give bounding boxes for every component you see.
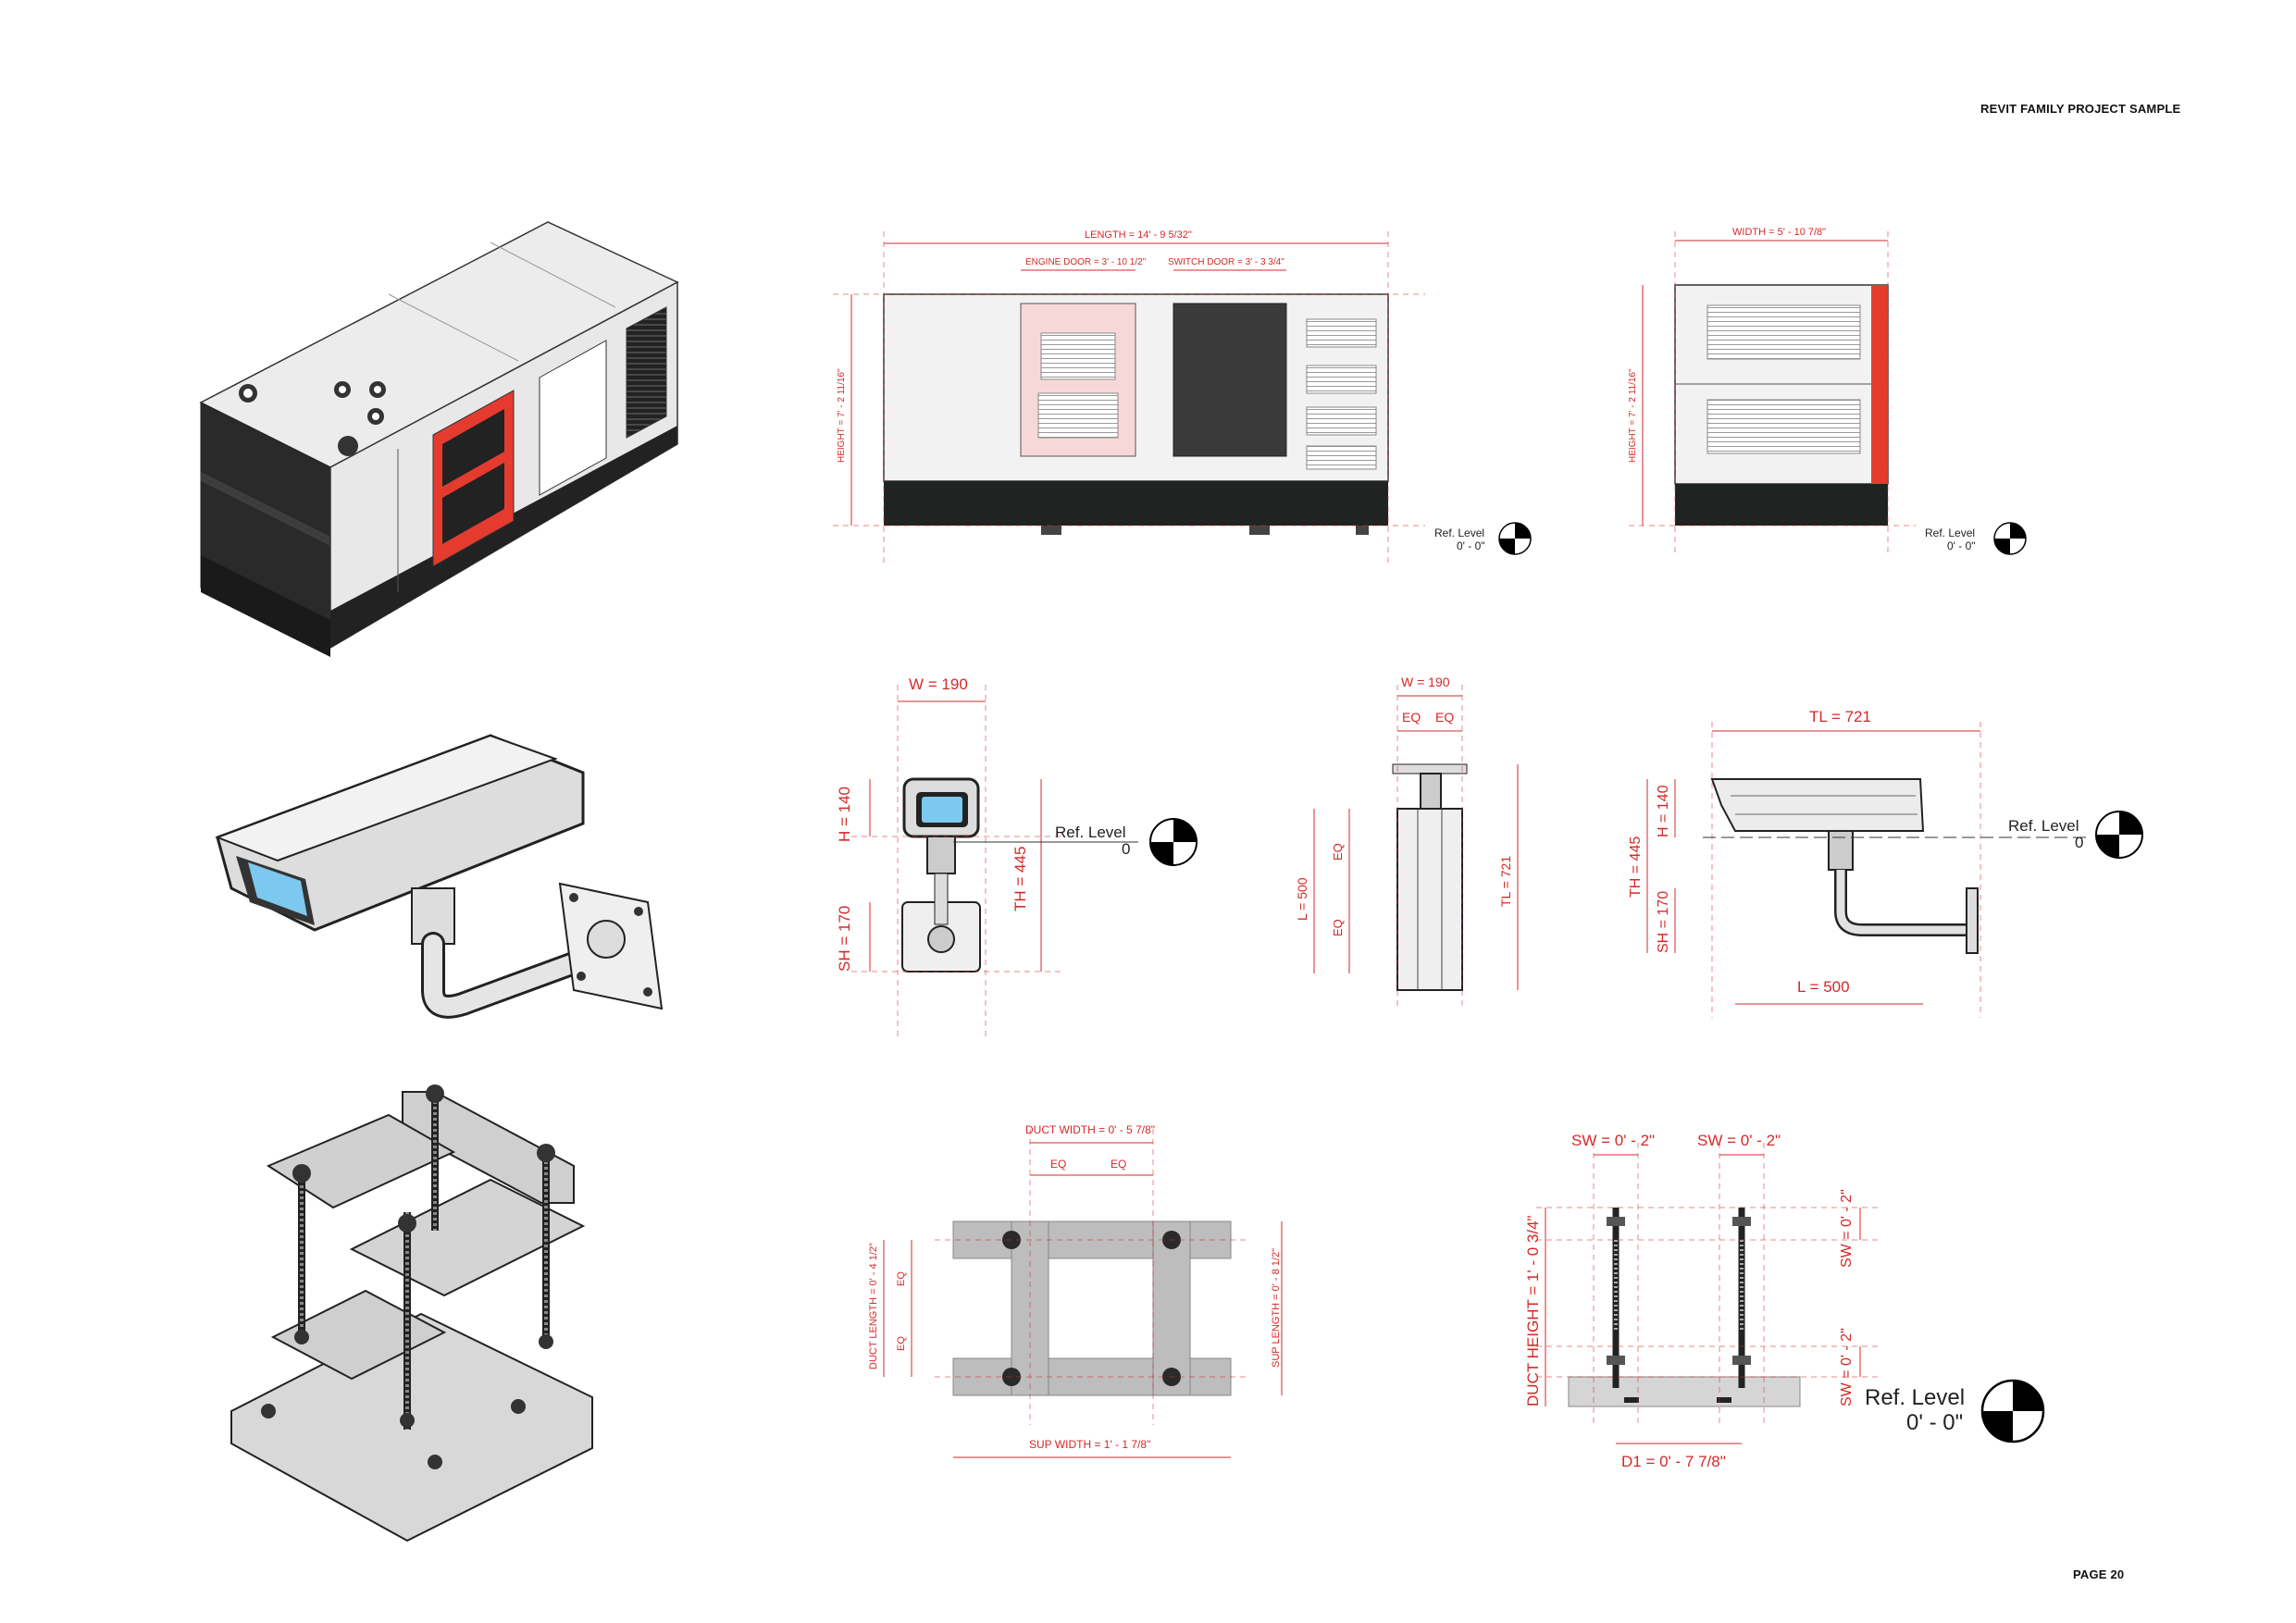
camera-side-ref-label: Ref. Level — [2008, 817, 2079, 835]
generator-length-dim: LENGTH = 14' - 9 5/32" — [1085, 229, 1192, 241]
duct-length-dim: DUCT LENGTH = 0' - 4 1/2" — [868, 1243, 879, 1369]
support-plan-eq1: EQ — [1050, 1158, 1066, 1171]
camera-front-width-dim: W = 190 — [909, 675, 968, 693]
sw-right-dim: SW = 0' - 2" — [1697, 1132, 1781, 1149]
camera-side-h-dim: H = 140 — [1656, 785, 1671, 837]
duct-support-isometric — [230, 1084, 593, 1542]
camera-middle-length-dim: L = 500 — [1295, 877, 1309, 921]
camera-middle-eq1: EQ — [1402, 710, 1421, 725]
sup-length-dim: SUP LENGTH = 0' - 8 1/2" — [1271, 1248, 1282, 1368]
generator-front-elevation — [883, 293, 1389, 535]
camera-front-th-dim: TH = 445 — [1011, 847, 1029, 911]
camera-middle-eq3: EQ — [1331, 843, 1345, 861]
camera-middle-dimensions — [1313, 685, 1519, 1009]
camera-front-elevation — [901, 777, 981, 973]
duct-height-dim: DUCT HEIGHT = 1' - 0 3/4" — [1524, 1215, 1542, 1406]
camera-front-h-dim: H = 140 — [836, 787, 853, 842]
duct-support-plan — [952, 1220, 1232, 1396]
support-elev-ref-symbol — [1980, 1379, 2045, 1443]
support-plan-eq2: EQ — [1111, 1158, 1126, 1171]
switch-door-dim: SWITCH DOOR = 3' - 3 3/4" — [1168, 257, 1285, 267]
camera-side-ref-symbol — [2095, 811, 2143, 859]
page-number: PAGE 20 — [2073, 1567, 2125, 1581]
camera-front-dimensions — [851, 685, 1138, 1036]
camera-middle-view — [1392, 763, 1468, 991]
camera-isometric — [215, 734, 664, 1019]
generator-isometric — [199, 221, 679, 657]
camera-front-ref-label: Ref. Level — [1055, 824, 1126, 841]
generator-width-dim: WIDTH = 5' - 10 7/8" — [1732, 227, 1826, 238]
ref-level-side-label: Ref. Level — [1925, 527, 1975, 539]
generator-height-side-dim: HEIGHT = 7' - 2 11/16" — [1628, 368, 1638, 463]
camera-side-dimensions — [1646, 722, 2091, 1018]
camera-side-th-dim: TH = 445 — [1628, 836, 1644, 898]
camera-middle-width-dim: W = 190 — [1401, 675, 1450, 689]
d1-dim: D1 = 0' - 7 7/8" — [1621, 1453, 1726, 1470]
ref-level-side-value: 0' - 0" — [1947, 539, 1976, 552]
ref-level-side-symbol — [1993, 522, 2027, 555]
duct-support-elevation-dimensions — [1536, 1143, 1879, 1444]
camera-front-ref-value: 0 — [1122, 840, 1130, 858]
camera-side-l-dim: L = 500 — [1797, 978, 1850, 996]
camera-side-sh-dim: SH = 170 — [1656, 891, 1671, 953]
engine-door-dim: ENGINE DOOR = 3' - 10 1/2" — [1025, 257, 1147, 267]
camera-middle-eq2: EQ — [1435, 710, 1454, 725]
support-elev-ref-label: Ref. Level — [1865, 1385, 1965, 1410]
ref-level-front-symbol — [1498, 522, 1532, 555]
camera-front-ref-symbol — [1149, 818, 1198, 866]
camera-side-tl-dim: TL = 721 — [1809, 708, 1871, 725]
camera-middle-tl-dim: TL = 721 — [1498, 856, 1513, 907]
sw-top-dim: SW = 0' - 2" — [1839, 1189, 1855, 1268]
generator-side-dimensions — [1629, 231, 1916, 555]
duct-support-elevation — [1568, 1208, 1801, 1407]
support-elev-ref-value: 0' - 0" — [1906, 1410, 1963, 1435]
generator-front-dimensions — [833, 231, 1425, 564]
duct-support-plan-dimensions — [883, 1129, 1283, 1458]
ref-level-front-label: Ref. Level — [1434, 527, 1484, 539]
duct-width-dim: DUCT WIDTH = 0' - 5 7/8" — [1025, 1123, 1155, 1136]
ref-level-front-value: 0' - 0" — [1457, 539, 1485, 552]
camera-front-sh-dim: SH = 170 — [836, 906, 853, 972]
generator-side-elevation — [1674, 284, 1889, 526]
generator-height-front-dim: HEIGHT = 7' - 2 11/16" — [837, 368, 847, 463]
camera-middle-eq4: EQ — [1331, 919, 1345, 936]
support-plan-eq3: EQ — [896, 1271, 907, 1286]
sw-left-dim: SW = 0' - 2" — [1571, 1132, 1655, 1149]
sup-width-dim: SUP WIDTH = 1' - 1 7/8" — [1029, 1438, 1150, 1451]
sw-bottom-dim: SW = 0' - 2" — [1839, 1328, 1855, 1406]
camera-side-elevation — [1710, 778, 1979, 954]
support-plan-eq4: EQ — [896, 1336, 907, 1351]
page-header-title: REVIT FAMILY PROJECT SAMPLE — [1980, 102, 2181, 116]
camera-side-ref-value: 0 — [2075, 834, 2083, 851]
